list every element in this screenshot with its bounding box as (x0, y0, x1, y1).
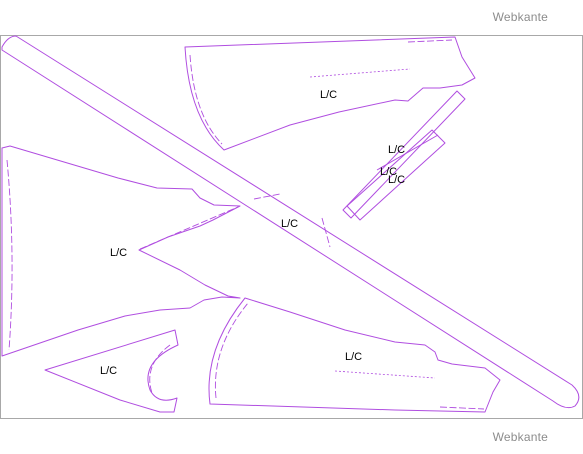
piece-label: L/C (388, 174, 405, 186)
piece-sleeve-lower[interactable]: L/C (208, 297, 501, 413)
piece-sleeve-upper[interactable]: L/C (184, 36, 476, 151)
piece-collar-strip[interactable]: L/C L/C L/C (342, 90, 466, 221)
piece-label: L/C (320, 89, 337, 101)
piece-front-panel[interactable]: L/C (1, 145, 241, 357)
piece-label: L/C (388, 144, 405, 156)
piece-label: L/C (281, 218, 298, 230)
piece-label: L/C (100, 365, 117, 377)
piece-label: L/C (345, 351, 362, 363)
selvage-label-top: Webkante (492, 10, 548, 24)
piece-label: L/C (380, 166, 397, 178)
piece-small[interactable]: L/C (44, 329, 179, 413)
piece-diagonal-band[interactable]: L/C (1, 35, 580, 409)
piece-label: L/C (110, 247, 127, 259)
selvage-label-bottom: Webkante (492, 430, 548, 444)
